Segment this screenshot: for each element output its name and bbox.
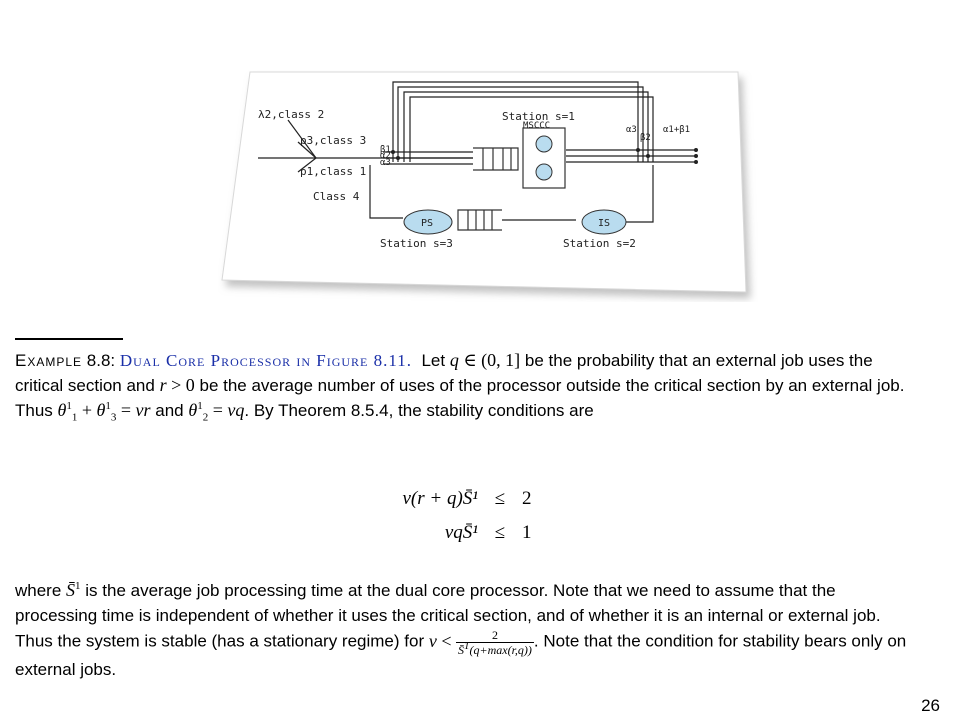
queueing-network-diagram: λ2,class 2 p3,class 3 p1,class 1 Class 4…	[221, 71, 747, 293]
equation-relation: ≤	[494, 522, 506, 543]
equation-rhs: 1	[522, 522, 532, 543]
theta-2-math: θ12 = νq	[188, 400, 245, 424]
lambda2-label: λ2,class 2	[258, 108, 324, 121]
example-number: 8.8:	[86, 351, 116, 370]
q-range-math: q ∈ (0, 1]	[449, 350, 521, 370]
section-rule	[15, 338, 123, 340]
is-server-icon	[581, 209, 627, 235]
equation-lhs: ν(r + q)S̄¹	[402, 488, 479, 509]
station2-label: Station s=2	[563, 237, 636, 250]
alpha3r-label: α3	[626, 125, 637, 135]
beta2-label: β2	[640, 133, 651, 143]
equation-row: ν(r + q)S̄¹ ≤ 2	[370, 482, 590, 516]
example-paragraph: Example 8.8: Dual Core Processor in Figu…	[15, 348, 915, 423]
figure-paper	[221, 71, 747, 293]
conclusion-text-2: is the average job processing time at th…	[15, 581, 881, 651]
page-number: 26	[921, 696, 940, 715]
mscc-label: MSCCC	[523, 121, 550, 131]
conclusion-text-3: . Note that the condition for stability …	[15, 631, 907, 679]
s-bar-math: S̄1	[66, 580, 81, 600]
example-text-1: Let	[421, 351, 446, 370]
example-word: Example	[15, 351, 83, 370]
ps-server-icon	[403, 209, 453, 235]
example-text-2: be the probability that an external job …	[15, 351, 873, 395]
equation-row: νqS̄¹ ≤ 1	[370, 516, 590, 550]
p3-label: p3,class 3	[300, 134, 366, 147]
server-2-icon	[535, 163, 553, 181]
r-positive-math: r > 0	[159, 375, 195, 395]
alpha3-label: α3	[380, 158, 391, 168]
example-text-5: . By Theorem 8.5.4, the stability condit…	[244, 401, 594, 420]
example-text-3: be the average number of uses of the pro…	[15, 376, 905, 420]
server-1-icon	[535, 135, 553, 153]
equation-rhs: 2	[522, 488, 532, 509]
station1-label: Station s=1	[502, 110, 575, 123]
theta-sum-math: θ11 + θ13 = νr	[57, 400, 151, 424]
stability-equations: ν(r + q)S̄¹ ≤ 2 νqS̄¹ ≤ 1	[370, 482, 590, 550]
conclusion-text-1: where	[15, 581, 62, 600]
alpha1beta1-label: α1+β1	[663, 125, 690, 135]
beta1-label: β1	[380, 145, 391, 155]
example-title: Dual Core Processor in Figure 8.11.	[119, 351, 413, 370]
ps-label: PS	[421, 218, 433, 229]
class4-label: Class 4	[313, 190, 360, 203]
equation-relation: ≤	[494, 488, 506, 509]
station3-label: Station s=3	[380, 237, 453, 250]
is-label: IS	[598, 218, 610, 229]
alpha2-label: α2	[380, 151, 391, 161]
conclusion-paragraph: where S̄1 is the average job processing …	[15, 578, 915, 682]
figure-8-11: λ2,class 2 p3,class 3 p1,class 1 Class 4…	[218, 70, 758, 302]
example-text-4: and	[155, 401, 184, 420]
p1-label: p1,class 1	[300, 165, 366, 178]
equation-lhs: νqS̄¹	[444, 522, 478, 543]
